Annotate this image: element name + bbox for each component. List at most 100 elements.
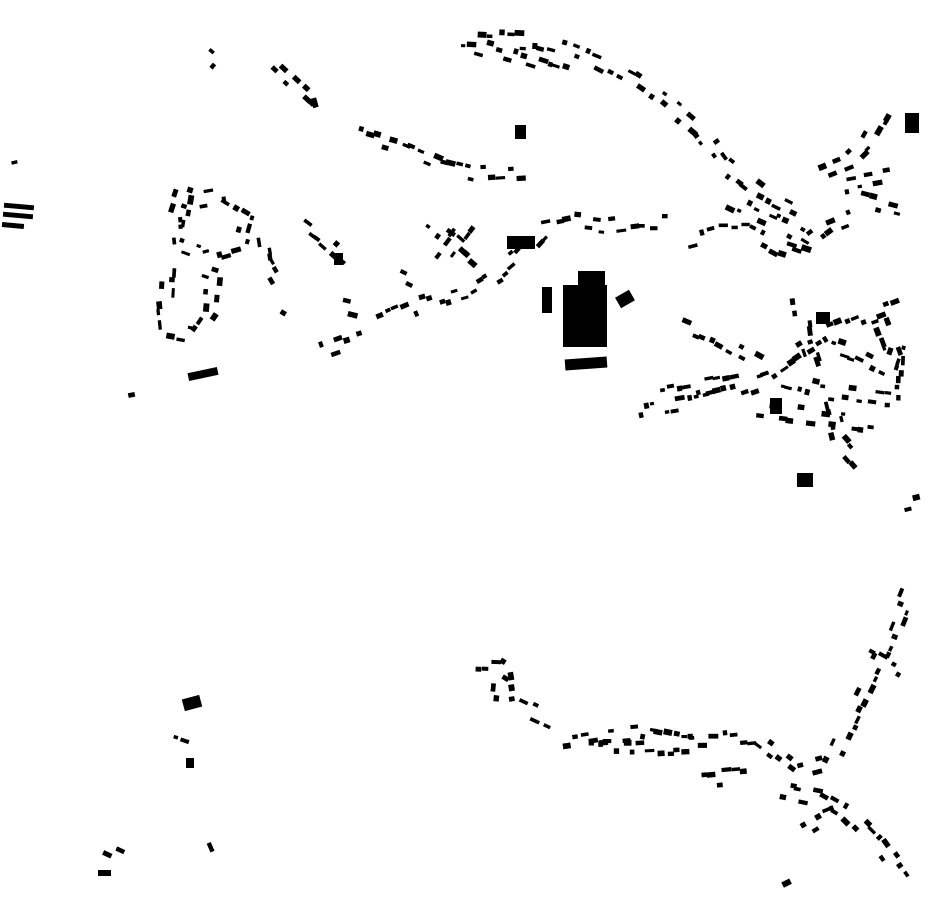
building — [842, 454, 851, 465]
building — [463, 231, 471, 241]
building — [843, 164, 855, 172]
building — [811, 377, 821, 385]
building — [784, 198, 794, 205]
building — [172, 268, 177, 278]
building — [868, 364, 877, 373]
building — [178, 216, 183, 223]
building — [355, 330, 363, 337]
building — [347, 310, 359, 319]
building — [584, 225, 593, 231]
building — [481, 273, 488, 280]
building — [209, 62, 217, 70]
building — [535, 45, 545, 52]
building — [235, 226, 242, 234]
building — [882, 167, 891, 173]
building — [853, 686, 862, 697]
building — [839, 750, 847, 758]
building — [202, 248, 210, 254]
building — [842, 802, 850, 810]
building — [887, 645, 894, 652]
building — [178, 237, 185, 244]
building — [634, 70, 643, 79]
building — [573, 53, 580, 60]
building — [697, 140, 704, 146]
building — [449, 251, 457, 258]
building — [541, 235, 549, 242]
building — [798, 799, 809, 806]
building — [839, 353, 850, 360]
building — [884, 402, 890, 408]
building — [874, 207, 882, 214]
building — [639, 733, 646, 740]
building — [650, 226, 658, 231]
building — [778, 415, 788, 422]
building — [860, 319, 867, 326]
building — [900, 616, 909, 627]
building — [506, 262, 516, 271]
building — [793, 786, 802, 792]
building — [874, 125, 884, 137]
building — [342, 336, 351, 344]
building — [797, 404, 805, 411]
building — [495, 176, 506, 180]
building — [507, 671, 515, 681]
building — [770, 372, 778, 380]
building — [270, 65, 279, 74]
building — [532, 701, 540, 708]
building — [846, 442, 854, 450]
building — [806, 325, 813, 337]
building — [829, 737, 836, 747]
building — [186, 186, 194, 194]
building — [868, 192, 878, 201]
building — [857, 426, 864, 433]
building — [613, 748, 620, 754]
building — [832, 317, 843, 326]
building — [543, 723, 551, 730]
building — [872, 179, 883, 187]
building — [840, 223, 850, 230]
building — [867, 424, 874, 430]
building — [171, 288, 175, 298]
building — [857, 184, 863, 189]
building — [893, 211, 901, 216]
building — [519, 46, 526, 51]
building-warehouse — [564, 356, 608, 371]
building — [774, 754, 783, 763]
building — [698, 229, 705, 236]
building — [466, 41, 477, 48]
building — [901, 345, 907, 351]
building — [881, 837, 891, 849]
building — [546, 47, 556, 53]
building — [196, 243, 202, 249]
building — [195, 316, 204, 326]
building — [502, 56, 512, 63]
building — [804, 388, 811, 396]
building — [447, 227, 456, 238]
building — [791, 352, 802, 363]
building — [888, 621, 896, 632]
building — [799, 226, 806, 233]
building — [766, 752, 774, 760]
building — [171, 188, 179, 198]
building — [635, 83, 647, 93]
building — [806, 346, 816, 355]
building — [418, 293, 426, 301]
building — [667, 751, 675, 757]
building — [825, 409, 832, 416]
building — [837, 338, 847, 347]
building — [202, 303, 210, 313]
building — [256, 237, 262, 248]
building — [525, 62, 536, 69]
building — [725, 349, 733, 356]
building — [755, 413, 765, 419]
building — [701, 772, 708, 778]
building — [206, 842, 215, 853]
building — [844, 317, 851, 325]
building-factory-annex — [578, 271, 605, 301]
building — [776, 213, 782, 219]
building — [442, 236, 452, 247]
building — [657, 750, 665, 757]
building — [854, 715, 861, 725]
building — [850, 314, 860, 322]
building — [759, 370, 770, 377]
